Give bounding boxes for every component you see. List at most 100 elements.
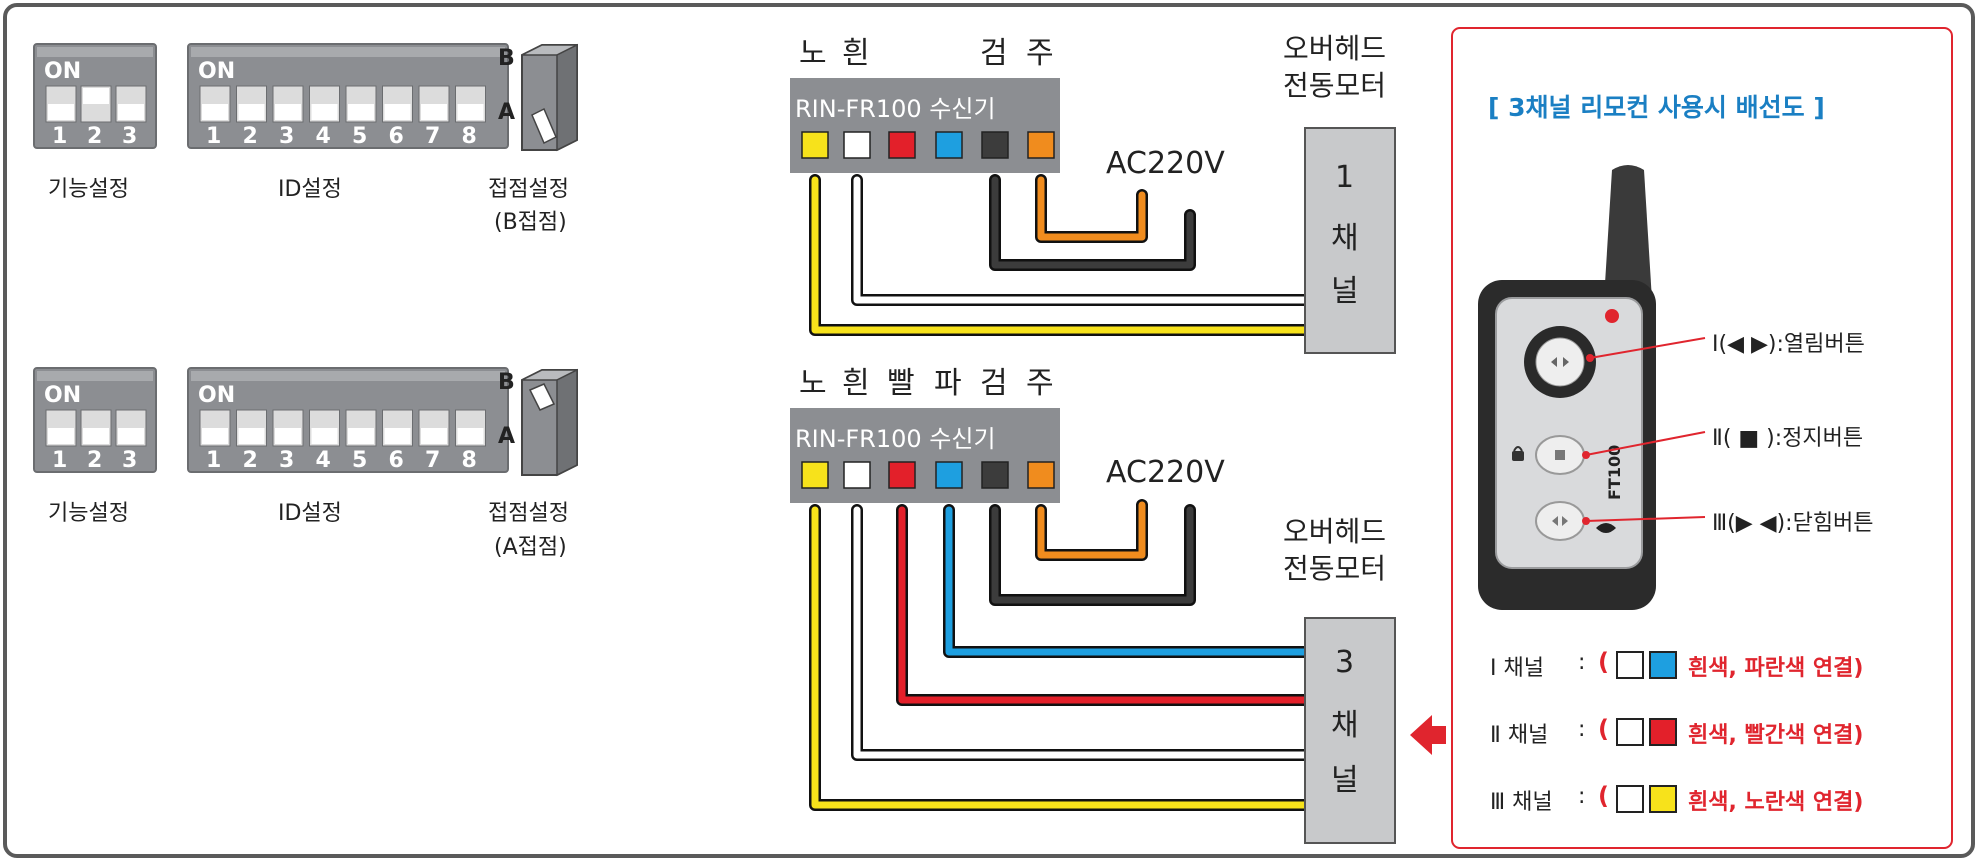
wire-bottom-white-outline — [851, 504, 1311, 761]
motor-title-top-1: 오버헤드 — [1283, 32, 1387, 65]
contact-switch-top-lever — [531, 107, 557, 145]
wire-top-black-outline — [989, 174, 1196, 271]
lock-icon-shackle — [1513, 446, 1523, 452]
receiver-bottom-terminal-black — [981, 461, 1009, 489]
dip-function-top-on-text: ON — [44, 59, 81, 84]
dip-function-top-num: 1 — [52, 124, 67, 149]
dip-id-bottom-num: 4 — [316, 448, 331, 473]
wire-label-blue-bottom: 파 — [934, 366, 962, 401]
dip-id-top-num: 6 — [389, 124, 404, 149]
arrow-to-motor — [1410, 715, 1446, 755]
receiver-top-terminal-red — [888, 131, 916, 159]
receiver-bottom-terminal-orange — [1027, 461, 1055, 489]
receiver-bottom-terminal-blue — [935, 461, 963, 489]
remote-button-3 — [1535, 501, 1585, 541]
contact-b-bottom: B — [498, 370, 515, 395]
dip-id-bottom-lever — [421, 428, 447, 444]
channel-2-name: Ⅱ 채널 — [1490, 723, 1549, 748]
dip-id-bottom-lever — [457, 428, 484, 444]
channel-2-swatch-white — [1616, 718, 1644, 746]
dip-id-bottom-on-text: ON — [198, 383, 235, 408]
contact-switch-bottom-lever — [528, 383, 556, 411]
dip-id-top-highlight — [191, 47, 505, 57]
ac-label-top: AC220V — [1106, 146, 1225, 181]
channel-2-swatch-red — [1649, 718, 1677, 746]
channel-3-swatch-white — [1616, 785, 1644, 813]
pointer-stop-dot — [1582, 451, 1590, 459]
receiver-top-terminal-yellow — [801, 131, 829, 159]
pointer-close — [1585, 516, 1706, 522]
dip-function-label-bottom: 기능설정 — [48, 501, 129, 526]
contact-a-top: A — [498, 100, 516, 125]
channel-1-text: 흰색, 파란색 연결) — [1688, 656, 1864, 681]
dip-id-top-lever — [238, 104, 265, 120]
wire-label-red-bottom: 빨 — [887, 366, 915, 401]
wire-bottom-white — [853, 506, 1309, 759]
motor-box-top — [1304, 127, 1396, 354]
remote-model-text: FT100 — [1605, 445, 1624, 500]
dip-function-bottom-num: 2 — [87, 448, 102, 473]
dip-function-bottom-num: 3 — [122, 448, 137, 473]
motor-box-bottom — [1304, 617, 1396, 844]
dip-function-bottom-lever — [83, 428, 109, 444]
wire-bottom-orange — [1037, 501, 1146, 559]
remote-button-1-icon — [1551, 357, 1569, 367]
wire-label-white-bottom: 흰 — [842, 366, 870, 401]
dip-id-bottom-num: 5 — [352, 448, 367, 473]
wire-top-white — [853, 176, 1309, 304]
receiver-bottom-terminal-red — [888, 461, 916, 489]
receiver-top-terminal-orange — [1027, 131, 1055, 159]
remote-panel-title: [ 3채널 리모컨 사용시 배선도 ] — [1488, 93, 1825, 122]
pointer-stop — [1585, 431, 1706, 456]
receiver-bottom-terminal-white — [843, 461, 871, 489]
remote-button-2-icon — [1555, 450, 1565, 460]
dip-id-bottom-num: 8 — [462, 448, 477, 473]
channel-1-open: ( — [1598, 648, 1609, 676]
wire-bottom-orange-outline — [1035, 499, 1148, 561]
dip-id-bottom-num: 3 — [279, 448, 294, 473]
wire-top-yellow — [811, 176, 1309, 334]
dip-function-label-top: 기능설정 — [48, 177, 129, 202]
dip-id-bottom-num: 2 — [243, 448, 258, 473]
dip-function-bottom-on-text: ON — [44, 383, 81, 408]
button-label-close: Ⅲ(▶ ◀):닫힘버튼 — [1712, 511, 1874, 536]
remote-button-1 — [1535, 337, 1585, 387]
receiver-top — [790, 78, 1060, 173]
motor-title-bottom-1: 오버헤드 — [1283, 515, 1387, 548]
dip-id-top-num: 7 — [425, 124, 440, 149]
motor-box-bottom-2: 채 — [1331, 708, 1359, 743]
contact-switch-bottom — [521, 368, 578, 477]
wire-label-black-bottom: 검 — [980, 366, 1008, 401]
dip-function-top-lever — [83, 88, 109, 104]
channel-2-colon: : — [1578, 717, 1586, 742]
wire-bottom-blue — [945, 506, 1309, 656]
dip-id-bottom-num: 1 — [206, 448, 221, 473]
lock-icon — [1512, 451, 1524, 461]
channel-2-text: 흰색, 빨간색 연결) — [1688, 723, 1864, 748]
contact-label-bottom: 접점설정 — [488, 501, 569, 526]
wire-label-black-top: 검 — [980, 36, 1008, 71]
dip-id-bottom-lever — [275, 428, 301, 444]
brand-logo-icon — [1596, 523, 1616, 533]
remote-led — [1605, 309, 1619, 323]
contact-switch-top-side — [556, 43, 578, 152]
channel-1-swatch-blue — [1649, 651, 1677, 679]
dip-id-top-num: 5 — [352, 124, 367, 149]
motor-box-top-1: 1 — [1335, 160, 1355, 195]
button-label-open: Ⅰ(◀ ▶):열림버튼 — [1712, 332, 1865, 357]
motor-box-bottom-3: 널 — [1331, 763, 1359, 798]
dip-id-bottom-lever — [348, 428, 374, 444]
dip-id-bottom-lever — [238, 428, 265, 444]
dip-function-bottom-lever — [118, 428, 144, 444]
contact-label-top: 접점설정 — [488, 177, 569, 202]
contact-sub-top: (B접점) — [494, 210, 567, 235]
wire-bottom-yellow — [811, 506, 1309, 809]
channel-3-name: Ⅲ 채널 — [1490, 790, 1553, 815]
receiver-bottom-body — [790, 408, 1060, 503]
wire-top-orange — [1037, 176, 1146, 241]
